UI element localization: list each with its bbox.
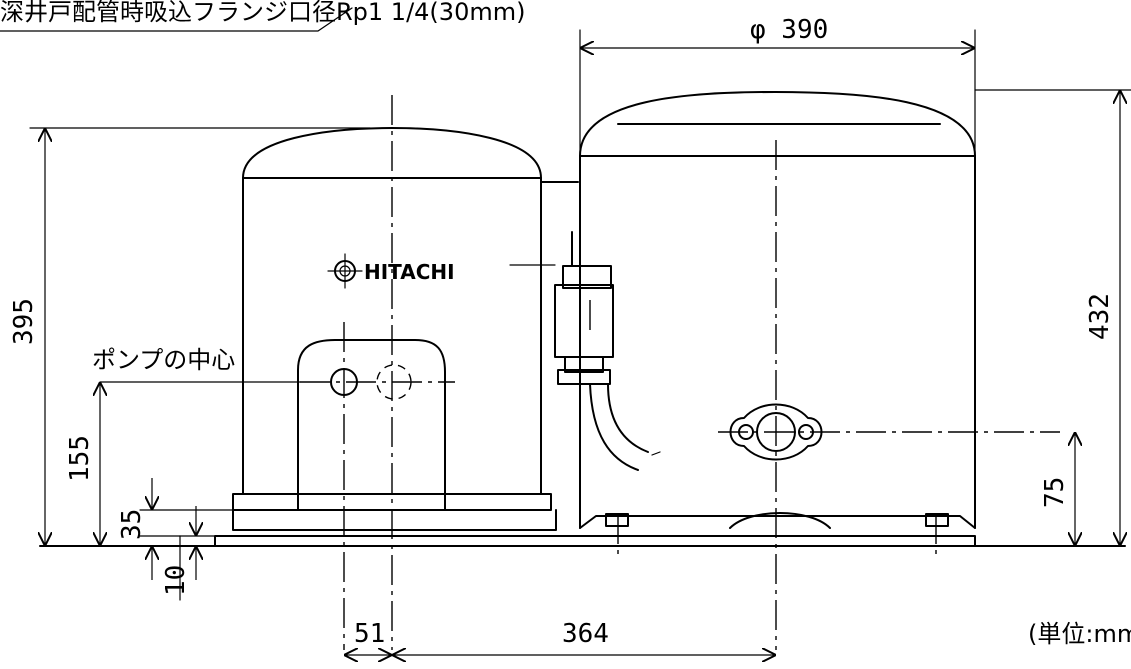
dim-suction-height: 75: [1040, 432, 1075, 546]
terminal-bracket: [297, 339, 446, 511]
svg-text:364: 364: [562, 619, 609, 649]
suction-flange-note: 深井戸配管時吸込フランジ口径Rp1 1/4(30mm): [0, 0, 525, 26]
tank-feet: [605, 513, 949, 527]
base-plate: [179, 535, 976, 547]
svg-text:155: 155: [65, 435, 95, 482]
dim-distance-364: 364: [392, 619, 776, 655]
pressure-tank: [579, 91, 976, 529]
note-leader-line: [0, 7, 353, 32]
dim-tank-height: 432: [1085, 90, 1120, 546]
brand-text: HITACHI: [364, 260, 455, 284]
dim-pump-center: ポンプの中心 155: [65, 346, 235, 546]
svg-text:432: 432: [1085, 293, 1115, 340]
svg-text:395: 395: [9, 298, 39, 345]
dim-base-plate: 10: [161, 506, 196, 596]
dim-motor-height: 395: [9, 128, 45, 546]
dim-base-height: 35: [117, 478, 152, 580]
hitachi-logo: HITACHI: [327, 253, 455, 289]
dim-tank-diameter: φ 390: [580, 15, 975, 48]
unit-note: (単位:mm: [1028, 620, 1131, 648]
header-note: 深井戸配管時吸込フランジ口径Rp1 1/4(30mm): [0, 0, 525, 32]
dim-offset-51: 51: [344, 619, 392, 655]
svg-text:35: 35: [117, 509, 147, 540]
center-lines: [300, 95, 1060, 650]
svg-text:51: 51: [354, 619, 385, 649]
svg-text:75: 75: [1040, 477, 1070, 508]
svg-text:φ 390: φ 390: [750, 15, 828, 45]
svg-text:10: 10: [161, 565, 191, 596]
pump-center-label: ポンプの中心: [92, 346, 235, 374]
motor-housing: [232, 127, 579, 531]
pressure-switch: [509, 227, 661, 471]
